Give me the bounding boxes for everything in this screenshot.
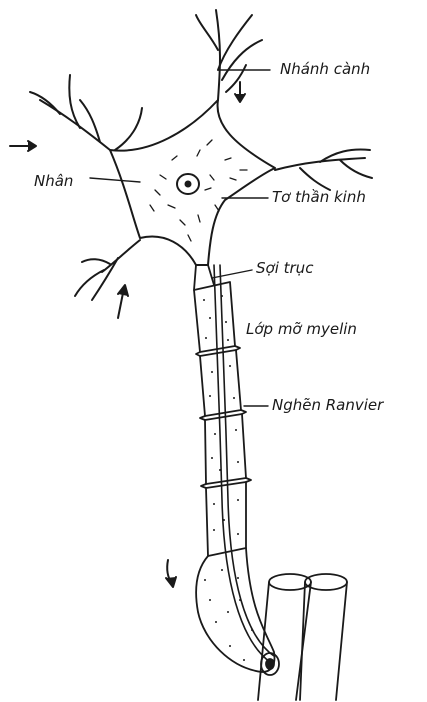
label-axon: Sợi trục: [256, 259, 314, 277]
muscle-fibers: [258, 574, 347, 700]
label-neurofibril: Tơ thần kinh: [272, 188, 366, 206]
arrow-left-icon: [10, 141, 36, 151]
cell-body: [110, 100, 275, 265]
leader-lines: [90, 70, 270, 406]
arrow-axon-icon: [166, 560, 176, 587]
arrow-top-icon: [235, 82, 245, 102]
label-dendrite: Nhánh cành: [280, 60, 370, 78]
label-nucleus: Nhân: [34, 172, 73, 190]
arrow-lower-left-icon: [118, 285, 128, 318]
nucleus: [177, 174, 199, 194]
label-ranvier: Nghẽn Ranvier: [272, 396, 384, 414]
motor-end-plate: [261, 653, 279, 675]
neurofibril-dashes: [150, 140, 247, 241]
direction-arrows: [10, 82, 245, 587]
dendrites: [30, 10, 372, 300]
label-myelin: Lớp mỡ myelin: [246, 320, 357, 338]
